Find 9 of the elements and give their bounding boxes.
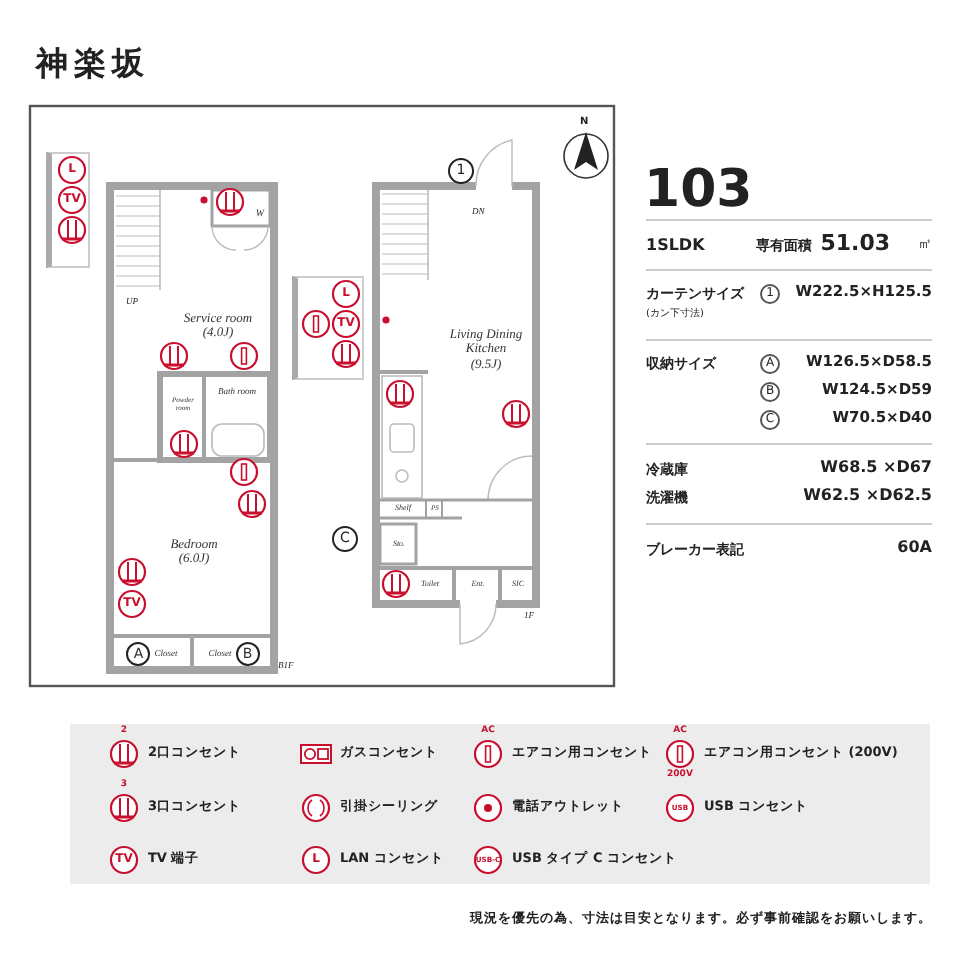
table-label: 1SLDK (646, 236, 705, 254)
table-value: 60A (897, 538, 932, 556)
table-value: W68.5 ×D67 (820, 458, 932, 476)
outlet-panel (292, 276, 364, 380)
room-number: 103 (644, 160, 753, 220)
area-value: 51.03 (820, 230, 890, 256)
outlet-panel (46, 152, 90, 268)
title: 神楽坂 (36, 44, 150, 86)
table-value: W62.5 ×D62.5 (803, 486, 932, 504)
